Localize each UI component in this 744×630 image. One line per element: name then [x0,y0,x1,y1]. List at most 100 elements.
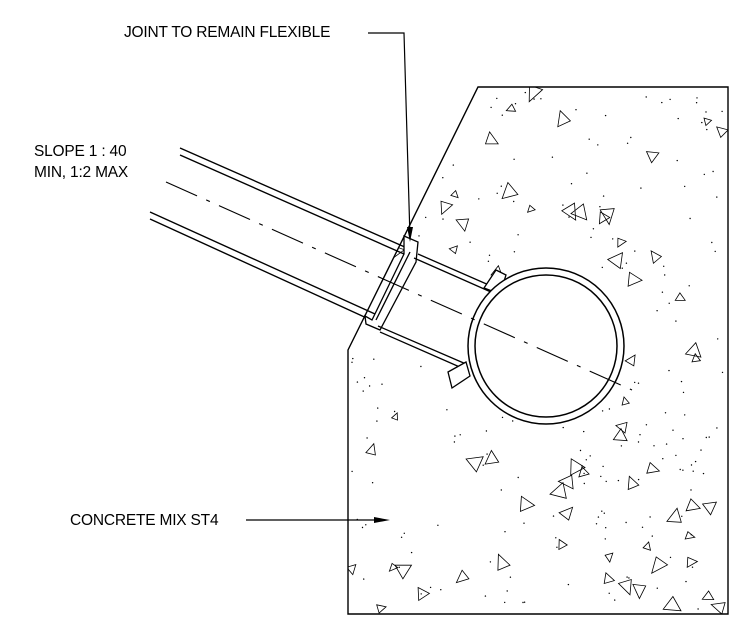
aggregate-triangle [642,541,652,551]
branch-pipe-bottom-outer-wall [149,211,376,315]
aggregate-triangle [484,131,499,145]
aggregate-dot [362,390,364,392]
aggregate-triangle [417,586,431,602]
aggregate-dot [690,464,693,466]
aggregate-dot [509,576,512,578]
aggregate-triangle [390,412,398,421]
aggregate-dot [556,546,558,548]
aggregate-dot [630,136,632,139]
aggregate-dot [393,180,396,182]
stub-pipe-bottom-wall [377,325,467,365]
aggregate-triangle [599,208,615,226]
aggregate-dot [645,96,647,98]
aggregate-dot [426,108,428,110]
aggregate-triangle [615,421,628,434]
aggregate-triangle [376,92,391,106]
aggregate-dot [551,156,554,158]
aggregate-dot [425,216,427,219]
aggregate-dot [651,535,653,537]
aggregate-dot [601,510,603,512]
aggregate-dot [485,430,488,432]
aggregate-triangle [686,556,699,569]
aggregate-dot [641,526,644,528]
aggregate-dot [716,196,718,198]
aggregate-dot [354,203,356,205]
aggregate-dot [705,111,707,113]
aggregate-dot [581,465,583,467]
aggregate-triangle [570,458,586,476]
aggregate-dot [389,250,392,253]
aggregate-triangle [703,117,713,127]
joint-end-face [375,251,411,321]
aggregate-dot [388,103,391,105]
aggregate-triangle [505,103,517,112]
aggregate-dot [599,206,601,208]
aggregate-dot [585,459,587,461]
aggregate-dot [490,106,492,109]
aggregate-dot [568,216,570,218]
aggregate-triangle [361,87,377,103]
aggregate-dot [586,172,588,174]
aggregate-dot [351,361,353,363]
aggregate-dot [429,586,432,589]
aggregate-triangle [348,564,357,576]
aggregate-triangle [617,578,632,596]
aggregate-dot [634,381,636,384]
aggregate-dot [626,576,628,578]
aggregate-dot [361,526,364,529]
slope-label-line1: SLOPE 1 : 40 [34,143,127,160]
aggregate-triangle [651,556,669,574]
aggregate-triangle [519,495,536,513]
aggregate-dot [488,254,491,256]
aggregate-dot [523,601,526,603]
aggregate-triangle [701,590,715,601]
aggregate-dot [721,371,724,374]
aggregate-triangle [627,475,640,491]
aggregate-dot [604,114,607,117]
aggregate-dot [567,583,570,586]
joint-leader-arrowhead [407,227,413,242]
aggregate-triangle [373,126,384,140]
aggregate-dot [640,187,642,189]
aggregate-triangle [455,218,470,233]
aggregate-dot [689,217,691,220]
aggregate-dot [555,537,557,539]
aggregate-dot [366,437,368,439]
aggregate-dot [387,213,390,215]
aggregate-dot [358,208,361,210]
aggregate-dot [645,424,648,426]
aggregate-dot [675,454,677,457]
aggregate-dot [410,551,413,554]
aggregate-dot [602,465,604,468]
aggregate-dot [625,521,627,524]
aggregate-dot [716,427,718,429]
aggregate-triangle [691,352,702,363]
aggregate-triangle [646,461,661,474]
aggregate-dot [395,206,398,208]
aggregate-dot [353,205,356,207]
aggregate-dot [717,338,719,340]
aggregate-dot [401,151,404,154]
aggregate-triangle [645,151,660,164]
aggregate-dot [465,106,467,108]
aggregate-triangle [557,109,572,128]
aggregate-dot [696,97,698,99]
joint-leader-line [368,32,411,239]
aggregate-triangle [621,396,631,406]
aggregate-dot [676,159,678,162]
aggregate-triangle [368,203,384,220]
aggregate-dot [403,532,405,534]
aggregate-dot [496,97,498,100]
aggregate-dot [351,470,353,473]
aggregate-dot [512,420,514,422]
aggregate-dot [393,410,396,413]
aggregate-dot [442,177,444,179]
aggregate-dot [523,522,525,524]
aggregate-dot [639,434,641,436]
saddle-lower [447,361,471,390]
aggregate-dot [672,429,674,431]
aggregate-triangle [557,474,574,490]
aggregate-dot [661,291,664,293]
aggregate-dot [595,523,598,525]
aggregate-triangle [501,181,519,200]
